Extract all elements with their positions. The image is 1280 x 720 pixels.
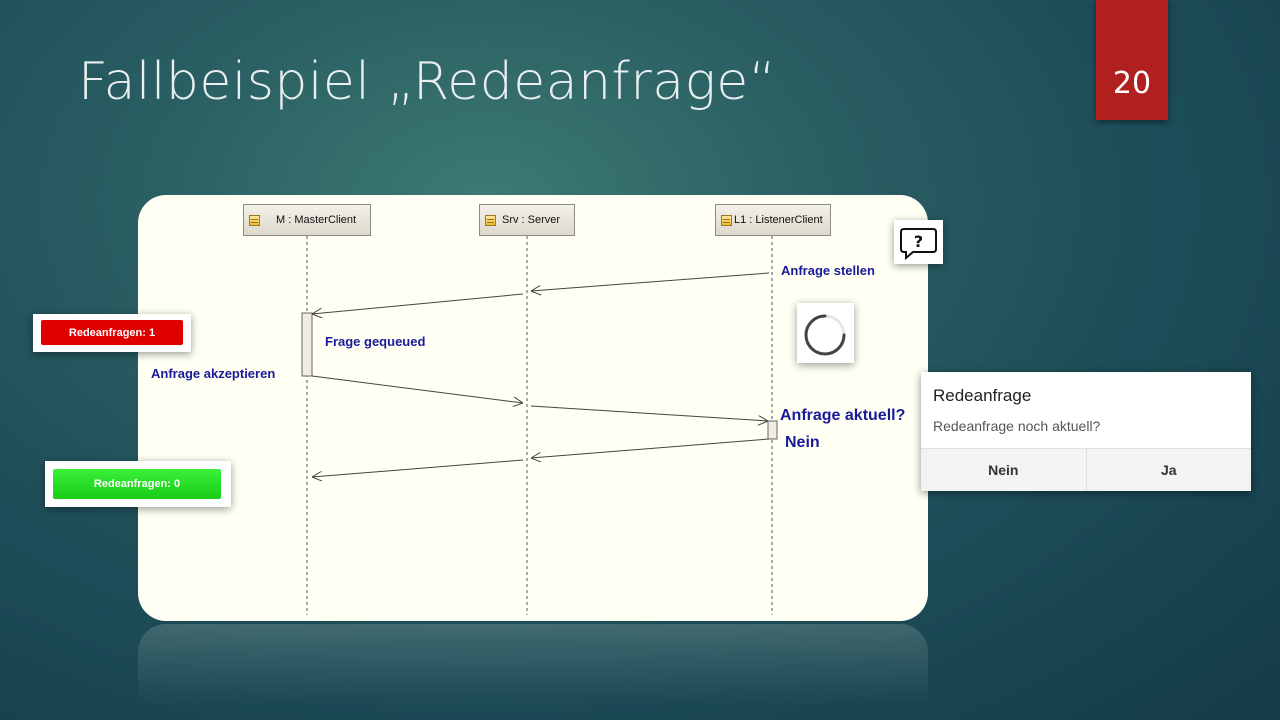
dialog-yes-button[interactable]: Ja [1085,449,1252,491]
message-label-anfrage-akzeptieren: Anfrage akzeptieren [151,366,276,381]
dialog-title: Redeanfrage [933,386,1032,405]
class-icon [485,214,496,226]
activation-master [301,312,313,377]
page-number-badge: 20 [1096,0,1168,120]
dialog-actions: Nein Ja [921,448,1251,491]
confirm-dialog: Redeanfrage Redeanfrage noch aktuell? Ne… [921,372,1251,491]
message-label-anfrage-stellen: Anfrage stellen [781,263,875,278]
class-icon [721,214,732,226]
note-frage-gequeued: Frage gequeued [325,334,426,349]
lifeline-label: M : MasterClient [276,214,357,226]
lifeline-head-server: Srv : Server [479,204,575,236]
message-label-anfrage-aktuell: Anfrage aktuell? [780,407,906,424]
message-label-nein: Nein [785,434,820,451]
svg-text:?: ? [914,232,923,251]
activation-listener [767,420,778,440]
spinner-icon [804,314,846,356]
lifeline-label: Srv : Server [502,214,561,226]
diagram-lines [301,236,778,615]
question-popup: ? [894,220,943,264]
lifeline-label: L1 : ListenerClient [734,214,823,226]
counter-button-red[interactable]: Redeanfragen: 1 [41,320,183,345]
counter-popup-red: Redeanfragen: 1 [33,314,191,352]
dialog-no-button[interactable]: Nein [988,462,1019,478]
message-5-arrow [531,438,770,458]
reflection [138,624,928,720]
message-6-arrow [312,459,524,477]
class-icon [249,214,260,226]
lifeline-head-master: M : MasterClient [243,204,371,236]
chat-question-icon: ? [900,228,937,261]
loading-popup [797,303,854,363]
message-4-arrow [530,405,768,421]
dialog-message: Redeanfrage noch aktuell? [933,418,1101,434]
message-1-arrow [531,272,770,291]
message-2-arrow [312,293,524,314]
page-number: 20 [1112,66,1152,101]
lifeline-head-listener: L1 : ListenerClient [715,204,831,236]
message-3-arrow [311,375,523,403]
counter-button-green[interactable]: Redeanfragen: 0 [53,469,221,499]
slide-title: Fallbeispiel „Redeanfrage“ [78,52,777,112]
sequence-diagram: M : MasterClient Srv : Server L1 : Liste… [138,195,928,621]
counter-popup-green: Redeanfragen: 0 [45,461,231,507]
